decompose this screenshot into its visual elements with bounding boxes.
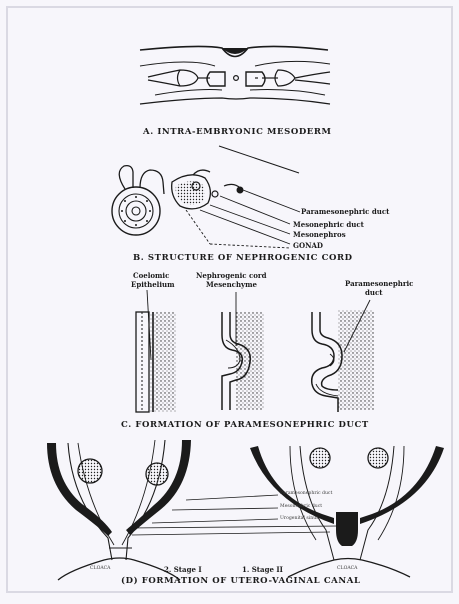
label-stage-left: 2. Stage I bbox=[164, 565, 202, 574]
label-mesonephros: Mesonephros bbox=[293, 230, 346, 239]
panel-b-figure bbox=[112, 166, 243, 235]
label-gonad: GONAD bbox=[293, 241, 323, 250]
label-paramesonephric: Paramesonephric bbox=[345, 279, 413, 288]
label-d-mesonephric-duct: Mesonephric duct bbox=[280, 504, 322, 509]
caption-panel-d: (D) FORMATION OF UTERO-VAGINAL CANAL bbox=[121, 576, 361, 586]
panel-c-stage1 bbox=[136, 290, 176, 412]
label-cloaca-right: CLOACA bbox=[337, 566, 357, 571]
label-cloaca-left: CLOACA bbox=[90, 566, 110, 571]
panel-d-stage2 bbox=[250, 446, 444, 577]
panel-d-stage1 bbox=[47, 440, 191, 580]
panel-c-stage3 bbox=[312, 300, 374, 412]
caption-panel-b: B. STRUCTURE OF NEPHROGENIC CORD bbox=[133, 253, 353, 263]
label-mesenchyme: Mesenchyme bbox=[206, 280, 257, 289]
label-d-paramesonephric-duct: Paramesonephric duct bbox=[280, 491, 332, 496]
label-paramesonephric-duct: Paramesonephric duct bbox=[301, 207, 389, 216]
panel-c-stage2 bbox=[222, 292, 264, 410]
label-coelomic: Coelomic bbox=[133, 271, 169, 280]
label-duct: duct bbox=[365, 288, 382, 297]
label-stage-right: 1. Stage II bbox=[242, 565, 283, 574]
guide-line bbox=[219, 146, 299, 173]
label-nephrogenic-cord: Nephrogenic cord bbox=[196, 271, 267, 280]
caption-panel-c: C. FORMATION OF PARAMESONEPHRIC DUCT bbox=[121, 420, 369, 430]
label-epithelium: Epithelium bbox=[131, 280, 174, 289]
label-mesonephric-duct: Mesonephric duct bbox=[293, 220, 364, 229]
caption-panel-a: A. INTRA-EMBRYONIC MESODERM bbox=[143, 127, 332, 137]
label-d-urogenital-sinus: Urogenital sinus bbox=[280, 516, 319, 521]
panel-a-figure bbox=[140, 46, 330, 104]
